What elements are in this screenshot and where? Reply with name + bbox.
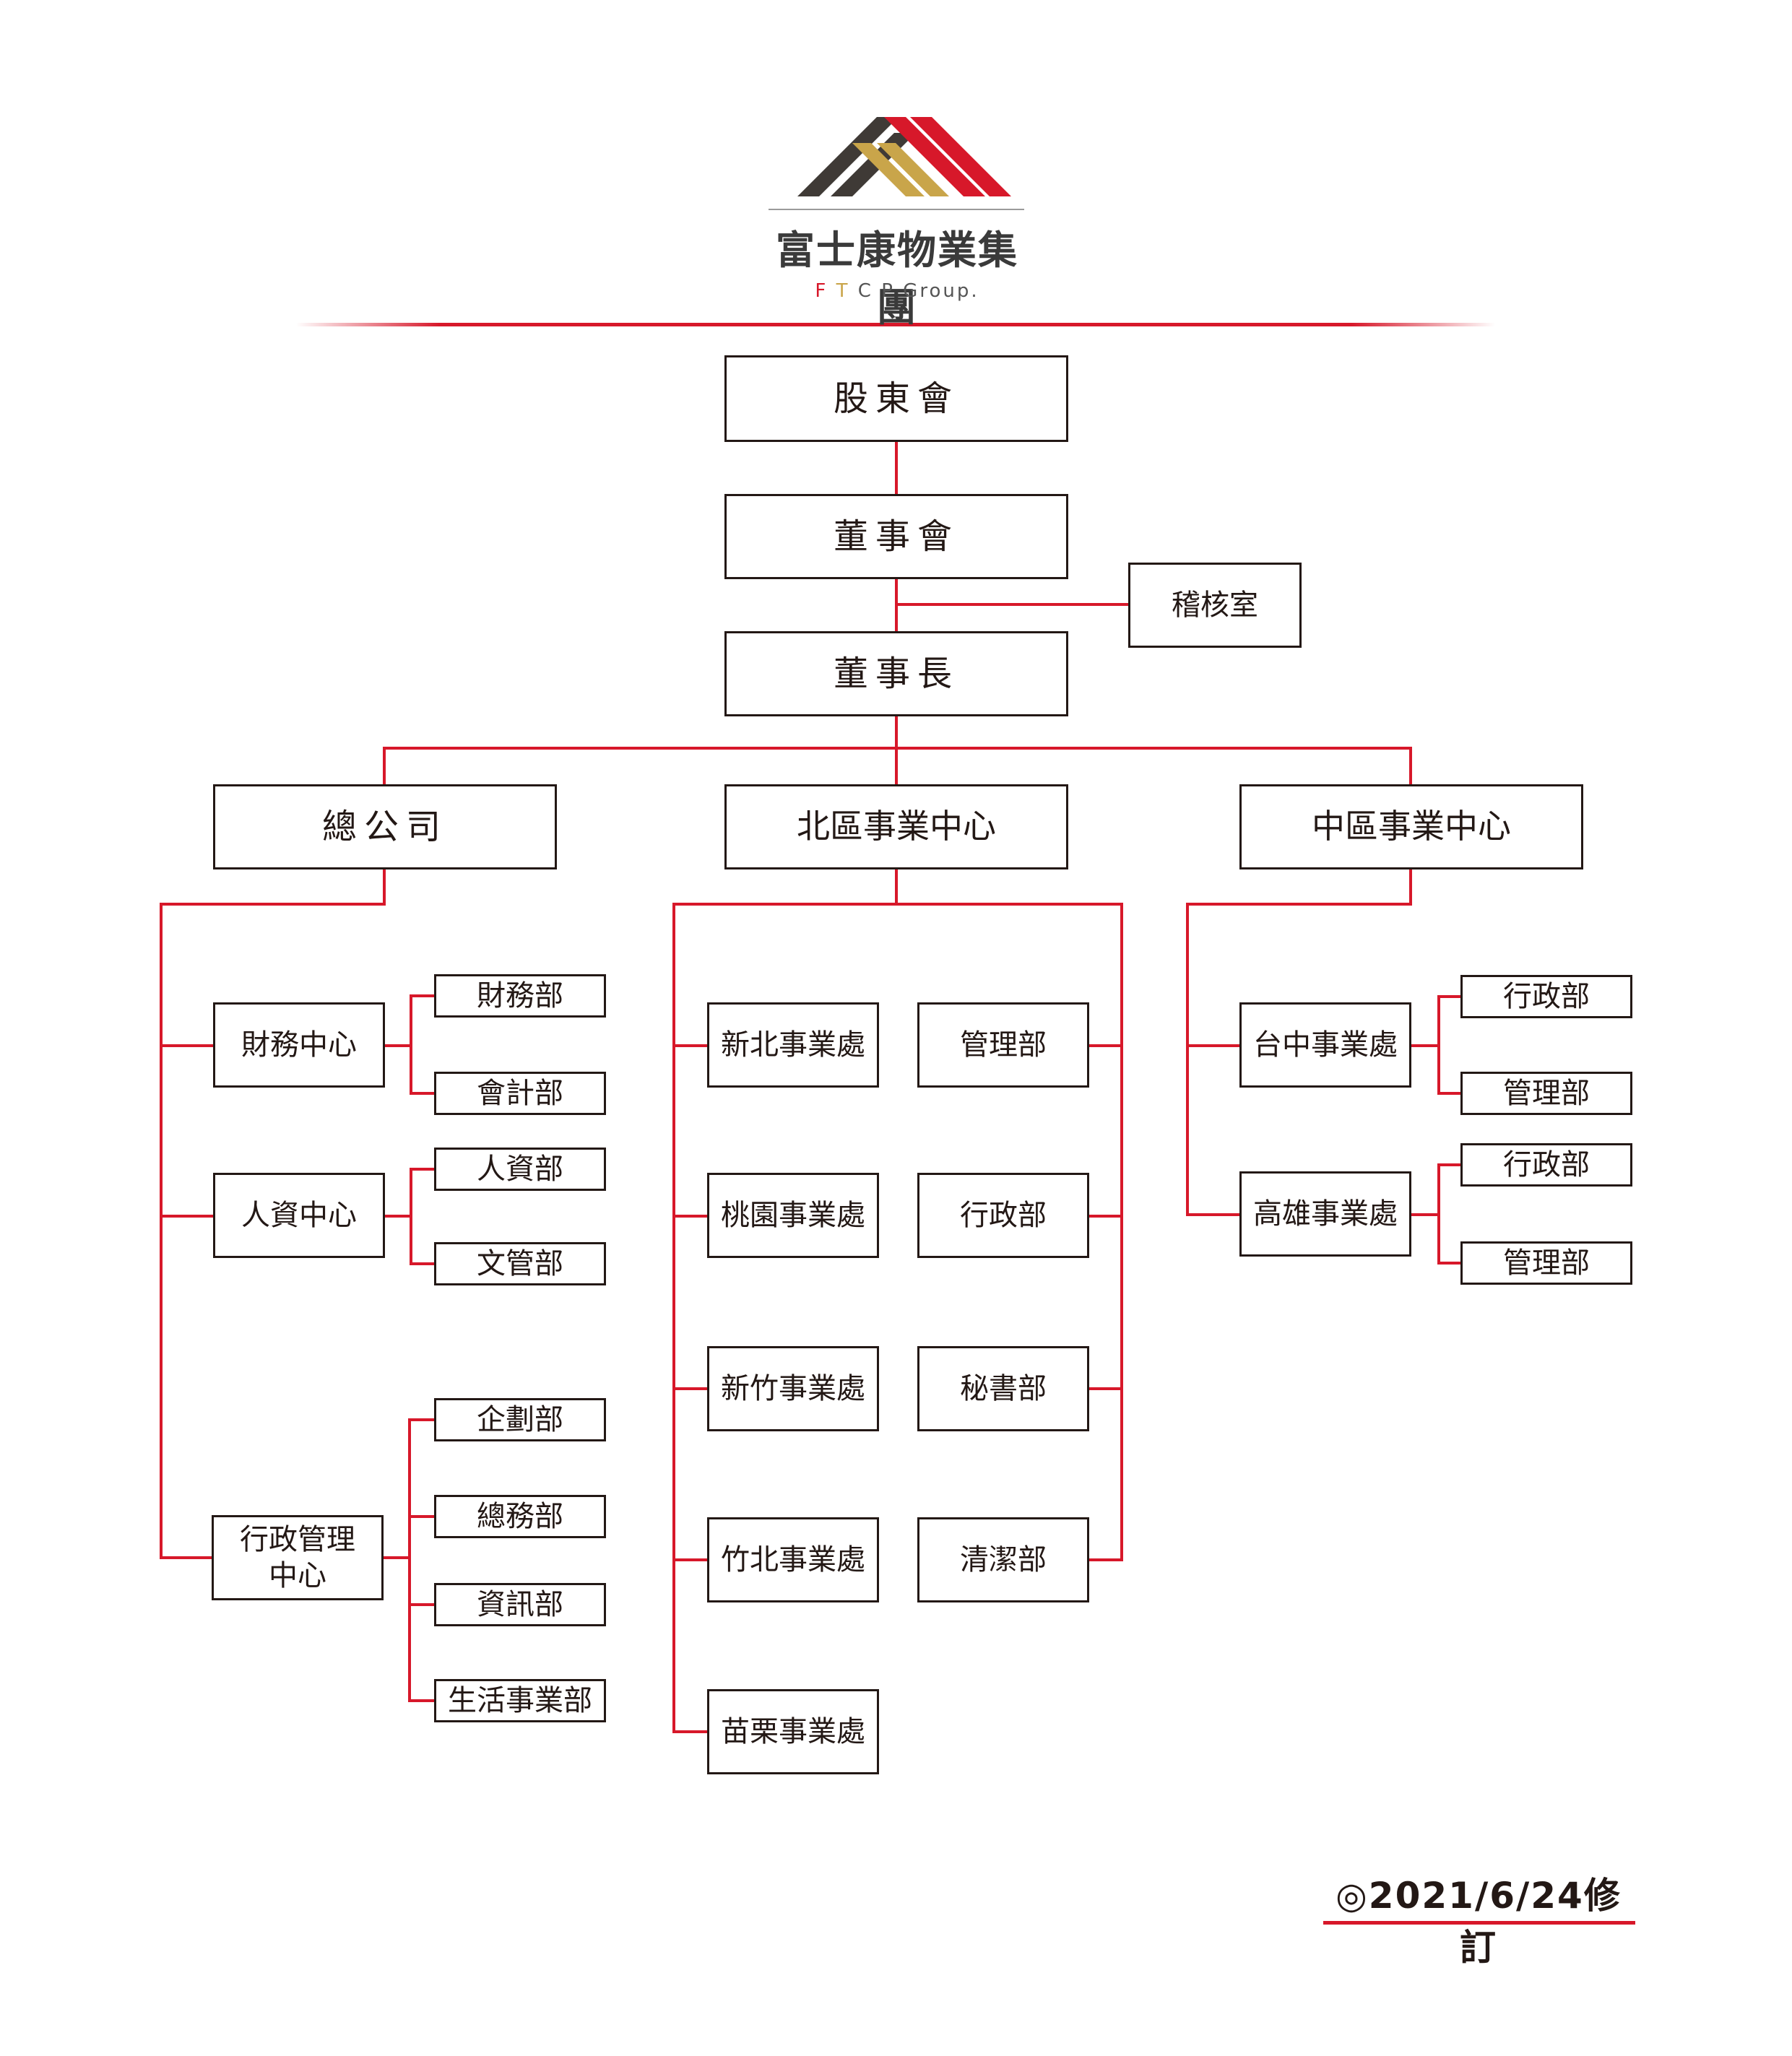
- node-audit: 稽核室: [1128, 563, 1302, 648]
- node-north-office-2: 桃園事業處: [707, 1173, 879, 1258]
- node-north-center: 北區事業中心: [724, 784, 1068, 869]
- node-board: 董事會: [724, 494, 1068, 579]
- connector-north-offices: [672, 1044, 709, 1561]
- node-central-taichung: 台中事業處: [1239, 1002, 1411, 1088]
- brand-sub-letter-f: F: [815, 280, 828, 302]
- node-north-dept-2: 行政部: [917, 1173, 1089, 1258]
- node-north-dept-4: 清潔部: [917, 1517, 1089, 1602]
- node-north-office-3: 新竹事業處: [707, 1346, 879, 1431]
- node-north-dept-1: 管理部: [917, 1002, 1089, 1088]
- revision-date: ◎2021/6/24修訂: [1336, 1875, 1622, 1969]
- company-logo: [769, 117, 1024, 210]
- node-central-kaohsiung: 高雄事業處: [1239, 1171, 1411, 1257]
- connector-central-spine: [1186, 868, 1412, 1216]
- connector-hq-spine: [160, 868, 386, 1559]
- node-hq-hr: 人資中心: [213, 1173, 385, 1258]
- logo-stripe-red-2: [910, 117, 1011, 196]
- node-north-office-4: 竹北事業處: [707, 1517, 879, 1602]
- connector-taichung-depts: [1409, 995, 1462, 1095]
- node-hq-admin-dept-2: 總務部: [434, 1495, 606, 1538]
- node-hq-hr-dept-1: 人資部: [434, 1148, 606, 1191]
- node-kaohsiung-dept-1: 行政部: [1460, 1143, 1632, 1187]
- node-hq-admin-dept-3: 資訊部: [434, 1583, 606, 1626]
- connector-finance-depts: [384, 994, 436, 1095]
- connector-hq-branches: [160, 1044, 215, 1559]
- brand-sub-group: Group.: [903, 280, 979, 302]
- node-taichung-dept-2: 管理部: [1460, 1072, 1632, 1115]
- brand-name: 富士康物業集團: [776, 227, 1018, 330]
- node-hq-admin-dept-1: 企劃部: [434, 1398, 606, 1441]
- connector-chairman-level1: [383, 715, 1412, 786]
- brand-sub-letter-t: T: [836, 280, 850, 302]
- node-hq-finance-dept-2: 會計部: [434, 1072, 606, 1115]
- brand-sub-letter-c: C: [857, 280, 873, 302]
- brand-subtitle: F T C P Group.: [769, 280, 1026, 302]
- logo-stripe-dark-1: [797, 117, 899, 196]
- logo-stripe-gold-1: [852, 143, 925, 196]
- connector-hr-depts: [384, 1168, 436, 1265]
- node-kaohsiung-dept-2: 管理部: [1460, 1241, 1632, 1285]
- node-chairman: 董事長: [724, 631, 1068, 716]
- node-north-office-1: 新北事業處: [707, 1002, 879, 1088]
- connector-kaohsiung-depts: [1409, 1163, 1462, 1265]
- revision-underline: [1323, 1921, 1635, 1925]
- node-hq-admin: 行政管理 中心: [212, 1515, 384, 1600]
- connector-north-depts: [1088, 1044, 1123, 1390]
- node-taichung-dept-1: 行政部: [1460, 975, 1632, 1018]
- node-north-dept-3: 秘書部: [917, 1346, 1089, 1431]
- connector-north-spine: [672, 868, 1123, 1733]
- node-shareholders: 股東會: [724, 355, 1068, 442]
- connector-lines: [160, 441, 1462, 1733]
- node-hq-hr-dept-2: 文管部: [434, 1242, 606, 1285]
- node-hq: 總公司: [213, 784, 557, 869]
- node-central-center: 中區事業中心: [1239, 784, 1583, 869]
- header-divider: [296, 323, 1495, 326]
- node-hq-finance-dept-1: 財務部: [434, 974, 606, 1018]
- brand-sub-letter-p: P: [881, 280, 895, 302]
- node-north-office-5: 苗栗事業處: [707, 1689, 879, 1774]
- connector-admin-depts: [382, 1418, 436, 1702]
- logo-stripe-gold-2: [877, 143, 949, 196]
- logo-stripe-red-1: [884, 117, 985, 196]
- node-hq-admin-dept-4: 生活事業部: [434, 1679, 606, 1722]
- node-hq-finance: 財務中心: [213, 1002, 385, 1088]
